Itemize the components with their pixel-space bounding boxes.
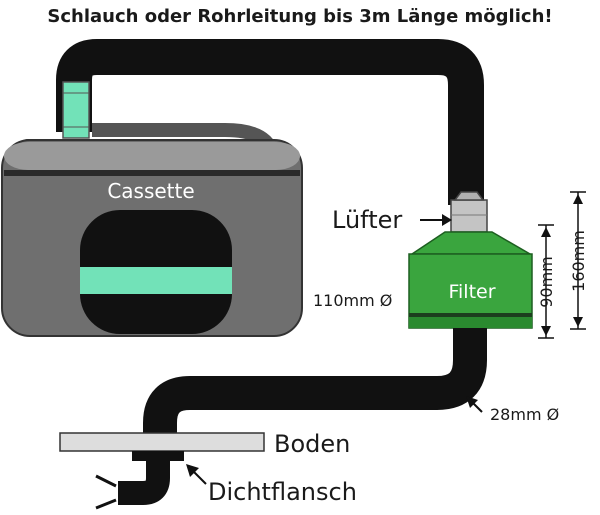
diagram-title: Schlauch oder Rohrleitung bis 3m Länge m…: [47, 6, 552, 27]
dim-160-arrow-top: [573, 194, 583, 204]
hose-diameter-label: 28mm Ø: [490, 405, 559, 424]
floor-plate: [59, 432, 265, 452]
fan-arrow-head: [442, 214, 452, 226]
lower-hose: [143, 328, 487, 460]
filter-base: [409, 317, 532, 328]
fan-cap: [453, 191, 485, 201]
filter-bottom-band: [409, 313, 532, 317]
fan-label: Lüfter: [332, 206, 402, 234]
flange-arrow-head: [186, 464, 199, 477]
cassette-window-stripe: [80, 267, 232, 294]
dim-90-arrow-bottom: [541, 326, 551, 336]
cassette-dark-stripe: [4, 170, 300, 176]
dim-160-arrow-bottom: [573, 317, 583, 327]
total-height-label: 160mm: [569, 230, 588, 292]
outlet-fork: [95, 474, 117, 510]
sealing-flange-label: Dichtflansch: [208, 478, 357, 506]
cassette-label: Cassette: [107, 179, 194, 203]
cassette-top-band: [4, 142, 300, 170]
floor-label: Boden: [274, 430, 350, 458]
fan-body: [450, 199, 488, 233]
outlet-elbow: [118, 461, 170, 505]
filter-label: Filter: [448, 281, 495, 303]
upper-hose: [56, 39, 484, 205]
cassette-inlet-collar: [62, 81, 90, 139]
filter-height-label: 90mm: [537, 256, 556, 308]
hose-diameter-arrow-head: [466, 396, 478, 408]
sealing-flange: [132, 451, 184, 461]
filter-top-cone: [409, 231, 533, 255]
dim-90-arrow-top: [541, 227, 551, 237]
filter-diameter-label: 110mm Ø: [313, 291, 392, 310]
